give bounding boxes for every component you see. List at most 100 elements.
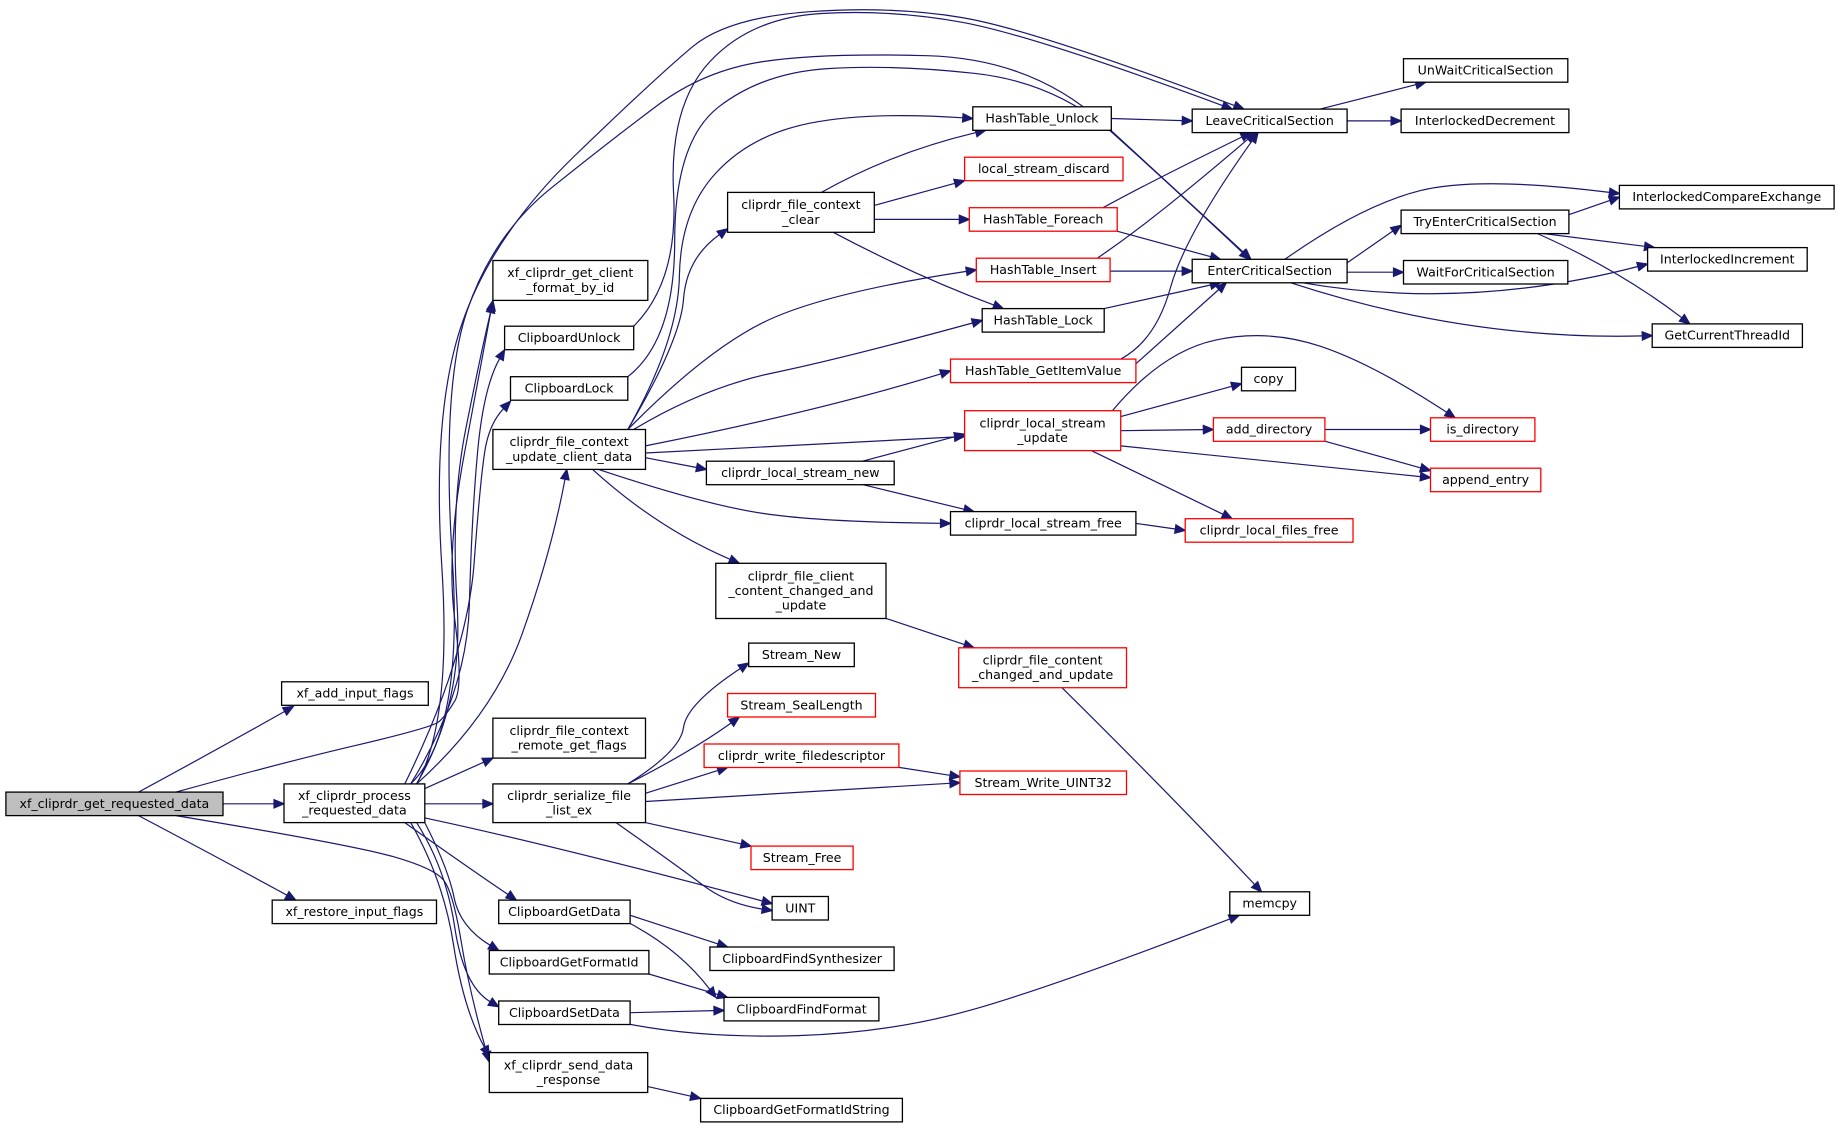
- node-copy[interactable]: copy: [1240, 366, 1297, 392]
- node-fc-client-changed[interactable]: cliprdr_file_client_content_changed_and_…: [715, 562, 887, 620]
- edge-enter-cs-to-interlocked-compare-exchange: [1284, 183, 1621, 260]
- node-label: WaitForCriticalSection: [1416, 264, 1554, 279]
- arrowhead: [991, 300, 1005, 310]
- node-box: [492, 428, 647, 471]
- node-add-input-flags[interactable]: xf_add_input_flags: [280, 681, 429, 706]
- edge-line: [627, 667, 741, 785]
- node-send-data-response[interactable]: xf_cliprdr_send_data_response: [488, 1051, 649, 1094]
- node-append-entry[interactable]: append_entry: [1429, 467, 1542, 493]
- node-box: [1191, 108, 1348, 134]
- arrowhead: [1390, 115, 1403, 127]
- node-interlocked-increment[interactable]: InterlockedIncrement: [1646, 246, 1808, 272]
- node-box: [498, 1000, 631, 1026]
- node-uint[interactable]: UINT: [771, 895, 830, 921]
- node-clipboard-get-data[interactable]: ClipboardGetData: [498, 899, 631, 925]
- node-box: [972, 106, 1112, 131]
- node-local-stream-discard[interactable]: local_stream_discard: [963, 156, 1124, 182]
- node-write-filedescriptor[interactable]: cliprdr_write_filedescriptor: [703, 743, 900, 769]
- edge-fc-clear-to-local-stream-discard: [874, 178, 967, 206]
- node-label: _response: [536, 1072, 601, 1087]
- edge-line: [1120, 385, 1233, 418]
- arrowhead: [949, 778, 962, 789]
- node-stream-seal-length[interactable]: Stream_SealLength: [726, 692, 877, 718]
- node-leave-cs[interactable]: LeaveCriticalSection: [1191, 108, 1348, 134]
- node-memcpy[interactable]: memcpy: [1229, 891, 1311, 916]
- node-label: InterlockedDecrement: [1415, 113, 1555, 128]
- arrowhead: [713, 1005, 726, 1016]
- node-clipboard-get-format-id[interactable]: ClipboardGetFormatId: [488, 949, 650, 975]
- node-clipboard-unlock[interactable]: ClipboardUnlock: [503, 325, 635, 351]
- node-ht-get-item[interactable]: HashTable_GetItemValue: [949, 358, 1137, 384]
- node-ht-unlock[interactable]: HashTable_Unlock: [972, 106, 1112, 131]
- node-stream-free[interactable]: Stream_Free: [750, 845, 854, 871]
- node-root[interactable]: xf_cliprdr_get_requested_data: [5, 791, 224, 817]
- arrowhead: [485, 301, 496, 315]
- node-box: [949, 510, 1137, 536]
- arrowhead: [1247, 131, 1259, 145]
- node-label: HashTable_Lock: [994, 312, 1094, 327]
- node-add-directory[interactable]: add_directory: [1212, 417, 1326, 442]
- node-fc-update-client[interactable]: cliprdr_file_context_update_client_data: [492, 428, 647, 471]
- edge-clipboard-set-data-to-find-format: [630, 1005, 726, 1016]
- edge-line: [1111, 117, 1183, 122]
- node-get-current-thread-id[interactable]: GetCurrentThreadId: [1651, 323, 1804, 349]
- edge-fc-update-client-to-ht-lock: [633, 318, 984, 431]
- node-get-format-id-string[interactable]: ClipboardGetFormatIdString: [699, 1097, 904, 1123]
- node-label: _update: [775, 598, 827, 613]
- arrowhead: [1608, 187, 1621, 198]
- node-box: [503, 325, 635, 351]
- node-is-directory[interactable]: is_directory: [1429, 417, 1536, 442]
- node-fc-clear[interactable]: cliprdr_file_context_clear: [726, 191, 875, 233]
- edge-serialize-file-list-to-write-filedescriptor: [645, 765, 730, 794]
- node-find-synthesizer[interactable]: ClipboardFindSynthesizer: [709, 946, 895, 972]
- node-interlocked-compare-exchange[interactable]: InterlockedCompareExchange: [1618, 184, 1835, 210]
- edge-line: [1120, 140, 1253, 360]
- edge-fc-update-client-to-fc-clear: [627, 227, 729, 430]
- node-local-files-free[interactable]: cliprdr_local_files_free: [1184, 518, 1354, 543]
- edge-leave-cs-to-interlocked-decrement: [1347, 115, 1403, 127]
- node-stream-write-uint32[interactable]: Stream_Write_UINT32: [959, 770, 1128, 796]
- node-file-content-changed[interactable]: cliprdr_file_content_changed_and_update: [958, 647, 1128, 689]
- node-label: Stream_Write_UINT32: [974, 775, 1111, 790]
- edge-line: [627, 722, 732, 785]
- node-ht-foreach[interactable]: HashTable_Foreach: [968, 207, 1118, 232]
- edge-line: [592, 468, 731, 560]
- edge-line: [645, 782, 950, 803]
- node-stream-new[interactable]: Stream_New: [748, 642, 855, 668]
- edges-layer: [138, 9, 1692, 1102]
- arrowhead: [939, 518, 953, 529]
- edge-line: [1543, 232, 1645, 247]
- node-get-client-format[interactable]: xf_cliprdr_get_client_format_by_id: [492, 259, 649, 302]
- node-local-stream-free[interactable]: cliprdr_local_stream_free: [949, 510, 1137, 536]
- node-label: cliprdr_file_client: [748, 568, 854, 583]
- node-wait-for-cs[interactable]: WaitForCriticalSection: [1402, 259, 1569, 285]
- node-unwait-cs[interactable]: UnWaitCriticalSection: [1402, 58, 1569, 83]
- edge-local-stream-update-to-local-files-free: [1091, 450, 1234, 520]
- node-box: [959, 770, 1128, 796]
- node-find-format[interactable]: ClipboardFindFormat: [723, 996, 880, 1022]
- edge-line: [645, 769, 719, 794]
- arrowhead: [1232, 100, 1246, 111]
- node-clipboard-lock[interactable]: ClipboardLock: [509, 376, 629, 401]
- edge-line: [645, 457, 697, 469]
- node-box: [726, 191, 875, 233]
- node-try-enter-cs[interactable]: TryEnterCriticalSection: [1400, 209, 1570, 235]
- edge-fc-client-changed-to-file-content-changed: [885, 617, 976, 650]
- node-label: _clear: [781, 212, 820, 227]
- node-ht-insert[interactable]: HashTable_Insert: [975, 257, 1111, 283]
- node-label: Stream_Free: [763, 850, 842, 865]
- node-enter-cs[interactable]: EnterCriticalSection: [1191, 258, 1348, 284]
- node-fc-remote-flags[interactable]: cliprdr_file_context_remote_get_flags: [492, 717, 647, 759]
- node-interlocked-decrement[interactable]: InterlockedDecrement: [1400, 108, 1570, 134]
- node-serialize-file-list[interactable]: cliprdr_serialize_file_list_ex: [492, 783, 647, 824]
- node-local-stream-update[interactable]: cliprdr_local_stream_update: [963, 410, 1122, 452]
- node-restore-input-flags[interactable]: xf_restore_input_flags: [271, 899, 438, 925]
- node-ht-lock[interactable]: HashTable_Lock: [981, 307, 1105, 333]
- node-process-requested[interactable]: xf_cliprdr_process_requested_data: [283, 783, 426, 824]
- node-label: InterlockedCompareExchange: [1632, 189, 1821, 204]
- node-clipboard-set-data[interactable]: ClipboardSetData: [498, 1000, 631, 1026]
- edge-local-stream-update-to-add-directory: [1120, 424, 1215, 435]
- edge-line: [138, 815, 288, 896]
- node-local-stream-new[interactable]: cliprdr_local_stream_new: [705, 460, 895, 486]
